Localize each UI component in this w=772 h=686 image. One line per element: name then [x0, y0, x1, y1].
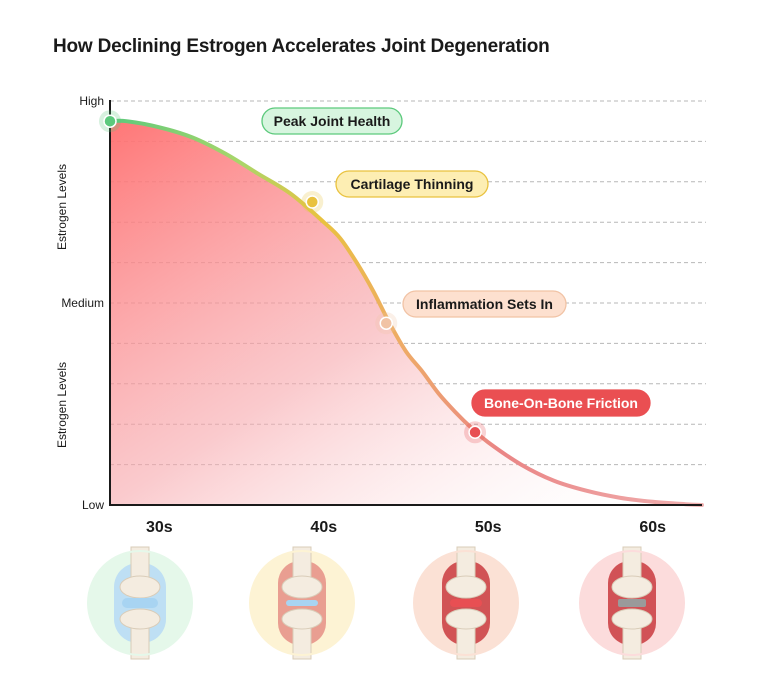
x-tick-labels: 30s 40s 50s 60s [146, 519, 666, 536]
stage-callout-pill [402, 290, 567, 318]
estrogen-curve-line [108, 118, 704, 507]
bone-on-bone-knee-icon [579, 546, 685, 660]
y-axis-label-upper: Estrogen Levels [55, 164, 69, 250]
stage-callout-pill [335, 170, 489, 198]
stage-callout-label: Bone-On-Bone Friction [484, 395, 638, 411]
inflamed-knee-joint-icon [413, 546, 519, 660]
y-tick-label: High [79, 94, 104, 108]
area-fill [110, 120, 702, 506]
stage-marker [305, 195, 320, 209]
x-tick-label: 40s [310, 519, 337, 536]
stage-callout-pill [471, 389, 651, 417]
healthy-knee-joint-icon [87, 546, 193, 660]
x-tick-label: 30s [146, 519, 173, 536]
stage-marker [379, 316, 394, 330]
y-tick-label: Medium [61, 296, 104, 310]
chart-title: How Declining Estrogen Accelerates Joint… [53, 36, 550, 57]
thinning-cartilage-knee-icon [249, 546, 355, 660]
stage-marker [103, 114, 117, 128]
joint-illustrations [87, 546, 685, 660]
y-tick-label: Low [82, 498, 104, 512]
stage-callout-label: Inflammation Sets In [416, 296, 553, 312]
stage-markers [99, 110, 487, 444]
stage-callout-pill [261, 107, 403, 135]
x-tick-label: 50s [475, 519, 502, 536]
stage-callout-label: Peak Joint Health [274, 113, 391, 129]
stage-callout-label: Cartilage Thinning [351, 176, 474, 192]
y-axis-label-lower: Estrogen Levels [55, 362, 69, 448]
stage-marker [468, 425, 482, 440]
x-tick-label: 60s [639, 519, 666, 536]
